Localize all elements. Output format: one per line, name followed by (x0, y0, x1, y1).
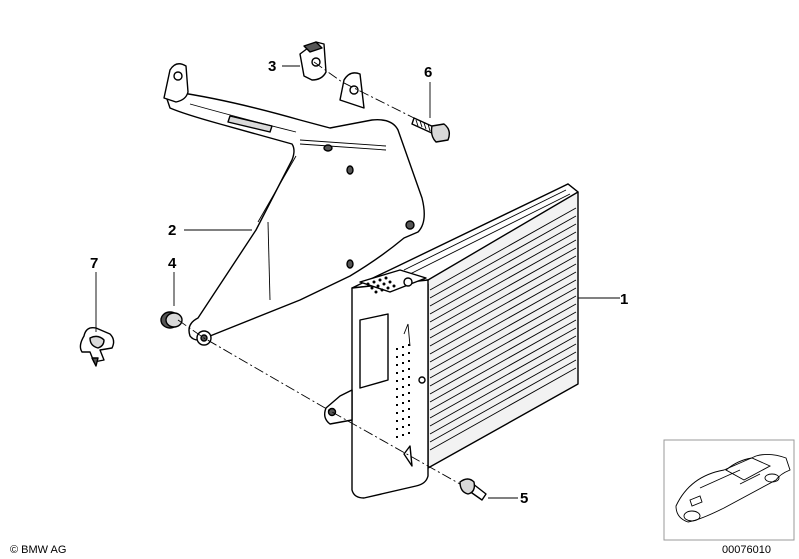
clip-nut-part-3[interactable] (299, 41, 327, 81)
cable-clip-part-7[interactable] (79, 326, 115, 367)
vehicle-thumbnail (663, 439, 795, 541)
label-part-2: 2 (168, 222, 176, 239)
label-part-3: 3 (268, 58, 276, 75)
control-module-part-1[interactable] (323, 183, 579, 499)
screw-part-6[interactable] (411, 117, 451, 143)
copyright-text: © BMW AG (10, 544, 66, 556)
assembly-lines (177, 61, 461, 485)
grommet-part-4[interactable] (160, 311, 183, 329)
label-part-5: 5 (520, 490, 528, 507)
label-part-4: 4 (168, 255, 177, 272)
bracket-part-2[interactable] (163, 63, 425, 346)
connector-pins (366, 276, 396, 294)
label-part-6: 6 (424, 64, 432, 81)
cooling-ribs (429, 207, 577, 451)
diagram-number: 00076010 (722, 544, 771, 556)
bolt-part-5[interactable] (459, 478, 487, 501)
leader-lines (95, 65, 620, 499)
label-part-7: 7 (90, 255, 98, 272)
vent-grid (396, 344, 410, 438)
label-part-1: 1 (620, 291, 628, 308)
